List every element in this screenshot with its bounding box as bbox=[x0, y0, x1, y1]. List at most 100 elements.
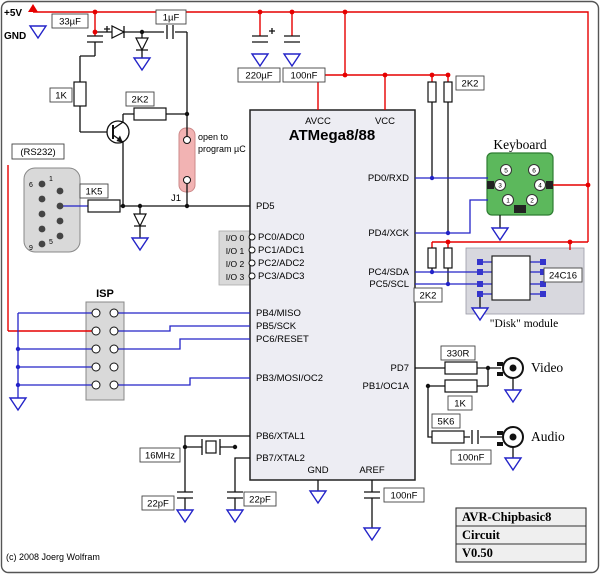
mcu-pin-label: PB6/XTAL1 bbox=[256, 431, 305, 442]
cap-100nf-aref-label: 100nF bbox=[391, 491, 418, 502]
mcu-pin-label: PD7 bbox=[391, 363, 409, 374]
junction-dots-black bbox=[120, 29, 491, 450]
label-box bbox=[49, 87, 73, 103]
mcu-pin-aref: AREF bbox=[359, 465, 385, 476]
mcu-pin-vcc: VCC bbox=[375, 116, 395, 127]
mcu-pin-label: PB7/XTAL2 bbox=[256, 453, 305, 464]
audio-label: Audio bbox=[531, 429, 565, 444]
vcc-arrow-icon bbox=[28, 4, 38, 12]
io-pin-terminals bbox=[248, 233, 256, 280]
mcu-pin-label: PD4/XCK bbox=[368, 228, 409, 239]
junction-dots-blue bbox=[15, 175, 451, 388]
io-label: I/O 1 bbox=[226, 246, 245, 256]
cap-220uf-label: 220µF bbox=[245, 71, 272, 82]
mcu-pin-label: PB5/SCK bbox=[256, 321, 297, 332]
cap-22pf-label: 22pF bbox=[147, 499, 169, 510]
rs232-label: (RS232) bbox=[20, 147, 55, 158]
mcu-pin-avcc: AVCC bbox=[305, 116, 331, 127]
cap-33uf-label: 33µF bbox=[59, 17, 81, 28]
mcu-body bbox=[249, 109, 416, 481]
label-box bbox=[440, 345, 476, 361]
mcu-pin-label: PC3/ADC3 bbox=[258, 271, 304, 282]
eeprom-chip-pads bbox=[477, 259, 546, 297]
resistor-1k-label: 1K bbox=[55, 91, 67, 102]
io-label: I/O 3 bbox=[226, 272, 245, 282]
keyboard-pin-number: 6 bbox=[532, 168, 536, 175]
label-box bbox=[243, 491, 277, 507]
transistor-emitter-arrow bbox=[116, 135, 123, 143]
gnd-label: GND bbox=[4, 31, 26, 42]
label-box bbox=[431, 413, 461, 429]
crystal-label: 16MHz bbox=[145, 451, 175, 462]
keyboard-notch bbox=[514, 205, 526, 213]
signal-wires-black bbox=[79, 25, 514, 528]
label-box bbox=[543, 267, 583, 283]
label-box bbox=[450, 449, 492, 465]
db9-connector-body bbox=[23, 167, 81, 253]
keyboard-tab bbox=[487, 181, 494, 189]
mcu-pin-label: PB3/MOSI/OC2 bbox=[256, 373, 323, 384]
mcu-pin-label: PC0/ADC0 bbox=[258, 232, 304, 243]
audio-jack-icon bbox=[502, 426, 524, 448]
diode-icon bbox=[135, 37, 149, 52]
mcu-pin-label: PD5 bbox=[256, 201, 274, 212]
resistor-pullup bbox=[427, 247, 437, 269]
label-box bbox=[282, 67, 326, 83]
label-box bbox=[125, 91, 155, 107]
pullup-2k2-label: 2K2 bbox=[420, 291, 437, 302]
title-block-name: AVR-Chipbasic8 bbox=[462, 510, 551, 524]
audio-jack-tab bbox=[497, 431, 503, 435]
resistor-pullup bbox=[443, 81, 453, 103]
label-box bbox=[237, 67, 281, 83]
mcu-pin-label: PC1/ADC1 bbox=[258, 245, 304, 256]
disk-module-label: "Disk" module bbox=[490, 318, 558, 330]
mcu-pin-label: PD0/RXD bbox=[368, 173, 409, 184]
audio-jack-tab bbox=[497, 442, 503, 446]
resistor-2k2 bbox=[133, 107, 167, 121]
resistor-5k6-label: 5K6 bbox=[438, 417, 455, 428]
vcc-label: +5V bbox=[4, 8, 22, 19]
db9-pin-number: 1 bbox=[49, 176, 53, 183]
cap-22pf-label: 22pF bbox=[249, 495, 271, 506]
label-box bbox=[139, 447, 181, 463]
resistor-1k-video bbox=[444, 379, 478, 393]
keyboard-pin-number: 2 bbox=[530, 198, 534, 205]
mcu-title: ATMega8/88 bbox=[289, 127, 375, 144]
diode-icon bbox=[133, 213, 147, 228]
cap-100nf-audio-label: 100nF bbox=[458, 453, 485, 464]
mcu-pin-label: PC4/SDA bbox=[368, 267, 409, 278]
keyboard-pin-number: 3 bbox=[498, 183, 502, 190]
jumper-note-line2: program µC bbox=[198, 144, 246, 154]
junction-dots-power bbox=[92, 9, 591, 245]
pullup-2k2-label: 2K2 bbox=[462, 79, 479, 90]
db9-pin-number: 6 bbox=[29, 182, 33, 189]
label-box bbox=[413, 287, 443, 303]
video-jack-tab bbox=[497, 372, 503, 376]
label-box bbox=[383, 487, 425, 503]
isp-label: ISP bbox=[96, 288, 114, 300]
video-jack-tab bbox=[497, 362, 503, 366]
eeprom-chip-body bbox=[491, 255, 531, 301]
label-box bbox=[141, 495, 175, 511]
db9-pin-number: 9 bbox=[29, 245, 33, 252]
video-jack-icon bbox=[502, 357, 524, 379]
diode-icon bbox=[111, 25, 126, 39]
jumper-pin bbox=[183, 136, 191, 144]
jumper-note-line1: open to bbox=[198, 132, 228, 142]
title-block-doc: Circuit bbox=[462, 528, 501, 542]
keyboard-pin-number: 1 bbox=[506, 198, 510, 205]
mcu-pin-label: PB1/OC1A bbox=[363, 381, 410, 392]
eeprom-label: 24C16 bbox=[549, 271, 577, 282]
mcu-pin-gnd: GND bbox=[307, 465, 328, 476]
resistor-1k5 bbox=[87, 199, 121, 213]
mcu-pin-label: PC6/RESET bbox=[256, 334, 309, 345]
mcu-pin-label: PB4/MISO bbox=[256, 308, 301, 319]
copyright-text: (c) 2008 Joerg Wolfram bbox=[6, 552, 100, 562]
io-label: I/O 0 bbox=[226, 233, 245, 243]
resistor-330r bbox=[444, 361, 478, 375]
keyboard-tab bbox=[546, 181, 553, 189]
keyboard-pins bbox=[494, 164, 546, 206]
mcu-pin-label: PC5/SCL bbox=[369, 279, 409, 290]
label-box bbox=[11, 143, 65, 160]
